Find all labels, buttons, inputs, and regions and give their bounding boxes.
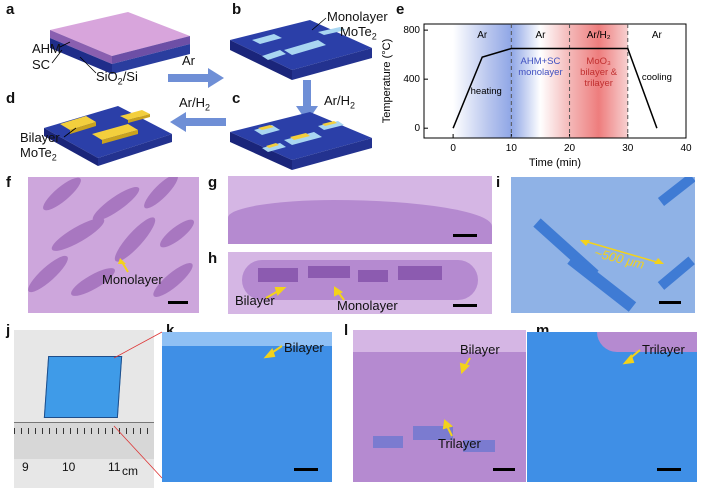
- yellow-arrows: [0, 0, 701, 489]
